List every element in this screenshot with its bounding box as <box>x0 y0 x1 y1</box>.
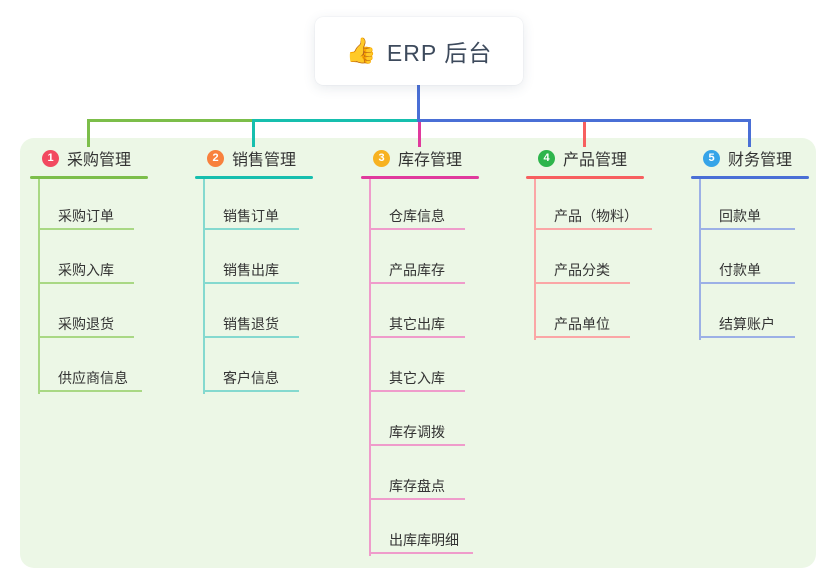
topic-node-3[interactable]: 3 库存管理 <box>373 147 462 169</box>
root-node-label: ERP 后台 <box>386 40 493 66</box>
topic-node-5[interactable]: 5 财务管理 <box>703 147 792 169</box>
subtopic-node[interactable]: 产品库存 <box>369 258 465 284</box>
topic-number-badge: 4 <box>538 149 555 167</box>
branch-drop-line <box>583 122 586 147</box>
subtopic-node[interactable]: 产品单位 <box>534 312 630 338</box>
subtopic-node[interactable]: 付款单 <box>699 258 795 284</box>
subtopic-node[interactable]: 产品分类 <box>534 258 630 284</box>
subtopic-node[interactable]: 产品（物料） <box>534 204 652 230</box>
topic-label: 产品管理 <box>563 152 628 169</box>
branch-drop-line <box>748 122 751 147</box>
topic-underline <box>30 176 148 179</box>
branch-bus-line <box>252 119 420 122</box>
topic-node-4[interactable]: 4 产品管理 <box>538 147 627 169</box>
subtopic-node[interactable]: 仓库信息 <box>369 204 465 230</box>
topic-node-2[interactable]: 2 销售管理 <box>207 147 296 169</box>
subtopic-rail-line <box>38 179 40 394</box>
subtopic-node[interactable]: 销售出库 <box>203 258 299 284</box>
subtopic-node[interactable]: 库存盘点 <box>369 474 465 500</box>
topic-label: 销售管理 <box>232 152 297 169</box>
root-connector-line <box>417 85 420 122</box>
thumbs-up-icon: 👍 <box>345 36 377 65</box>
topic-label: 采购管理 <box>67 152 132 169</box>
subtopic-node[interactable]: 结算账户 <box>699 312 795 338</box>
subtopic-node[interactable]: 采购订单 <box>38 204 134 230</box>
branch-drop-line <box>87 122 90 147</box>
subtopic-rail-line <box>699 179 701 340</box>
topic-label: 库存管理 <box>398 152 463 169</box>
subtopic-node[interactable]: 供应商信息 <box>38 366 142 392</box>
topic-underline <box>195 176 313 179</box>
subtopic-rail-line <box>369 179 371 556</box>
root-node[interactable]: 👍 ERP 后台 <box>315 17 523 85</box>
topic-number-badge: 2 <box>207 149 224 167</box>
branches-panel <box>20 138 816 568</box>
subtopic-node[interactable]: 采购入库 <box>38 258 134 284</box>
subtopic-node[interactable]: 回款单 <box>699 204 795 230</box>
subtopic-node[interactable]: 销售订单 <box>203 204 299 230</box>
branch-bus-line <box>417 119 751 122</box>
topic-underline <box>361 176 479 179</box>
subtopic-node[interactable]: 销售退货 <box>203 312 299 338</box>
topic-number-badge: 1 <box>42 149 59 167</box>
topic-node-1[interactable]: 1 采购管理 <box>42 147 131 169</box>
topic-number-badge: 5 <box>703 149 720 167</box>
subtopic-node[interactable]: 库存调拨 <box>369 420 465 446</box>
topic-underline <box>526 176 644 179</box>
subtopic-node[interactable]: 采购退货 <box>38 312 134 338</box>
branch-drop-line <box>252 122 255 147</box>
topic-underline <box>691 176 809 179</box>
subtopic-node[interactable]: 其它出库 <box>369 312 465 338</box>
subtopic-rail-line <box>534 179 536 340</box>
subtopic-node[interactable]: 客户信息 <box>203 366 299 392</box>
topic-number-badge: 3 <box>373 149 390 167</box>
subtopic-node[interactable]: 出库库明细 <box>369 528 473 554</box>
subtopic-node[interactable]: 其它入库 <box>369 366 465 392</box>
subtopic-rail-line <box>203 179 205 394</box>
branch-drop-line <box>418 122 421 147</box>
topic-label: 财务管理 <box>728 152 793 169</box>
